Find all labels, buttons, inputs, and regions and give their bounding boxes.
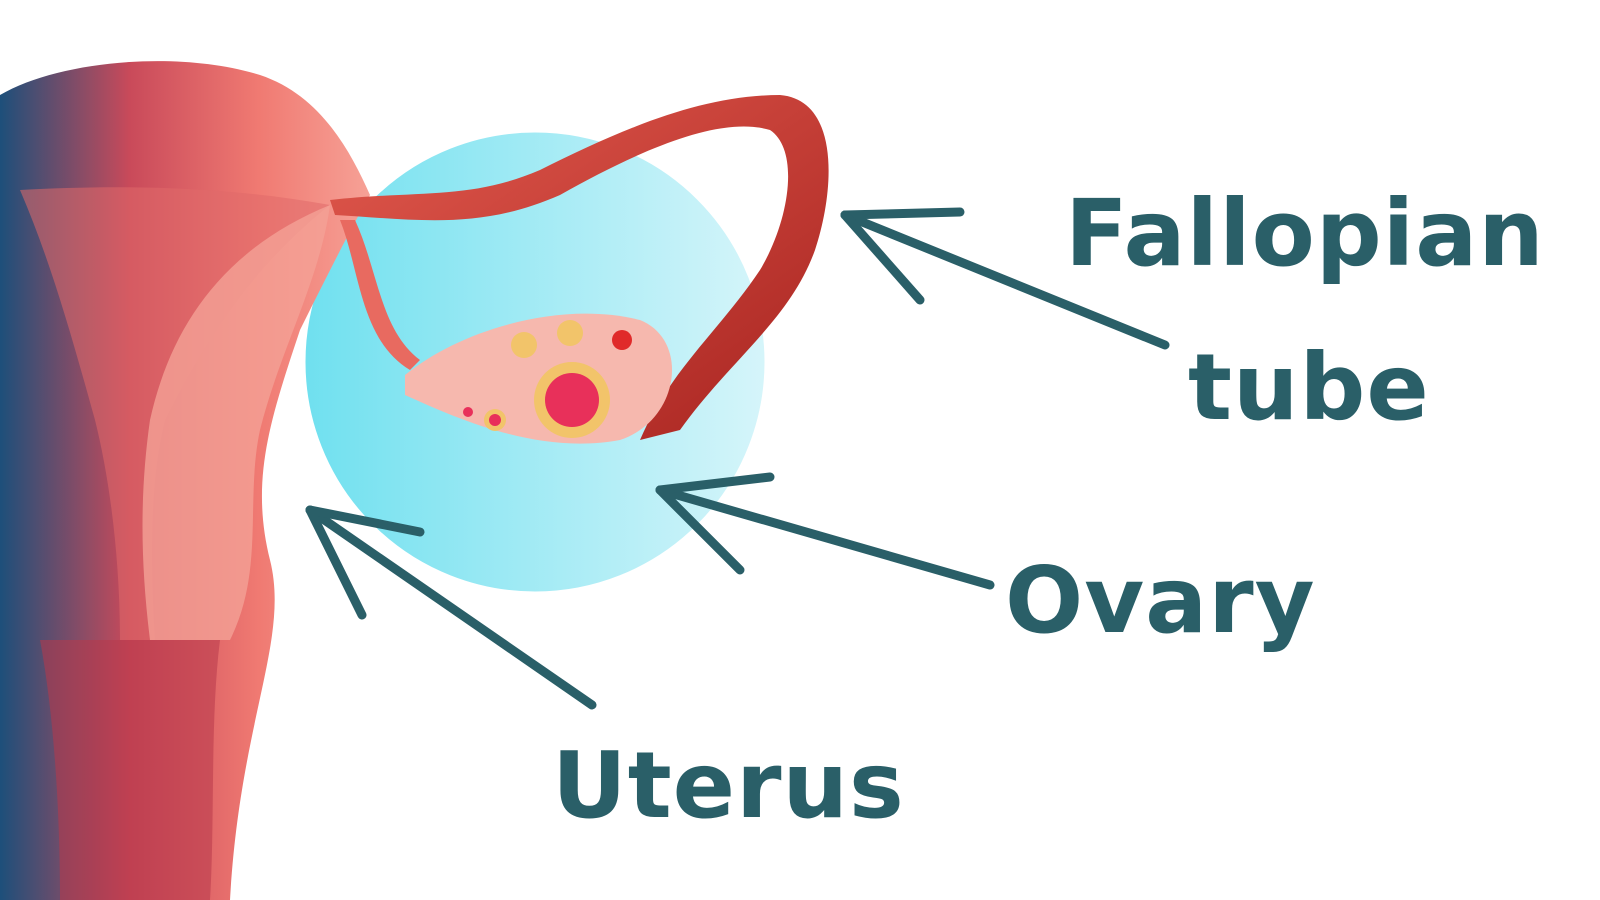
label-tube: tube	[1188, 334, 1430, 441]
label-uterus: Uterus	[552, 732, 905, 839]
label-ovary: Ovary	[1005, 547, 1316, 654]
arrow-uterus	[305, 505, 597, 710]
endometrium-lining	[142, 205, 330, 640]
fallopian-tube-shape	[330, 95, 829, 440]
cervical-canal	[40, 640, 220, 900]
ovarian-ligament	[340, 220, 420, 370]
arrow-fallopian	[840, 207, 1170, 350]
ovary-shape	[405, 313, 673, 444]
uterine-cavity	[20, 187, 330, 640]
arrow-ovary	[655, 472, 995, 590]
label-fallopian: Fallopian	[1065, 180, 1545, 287]
